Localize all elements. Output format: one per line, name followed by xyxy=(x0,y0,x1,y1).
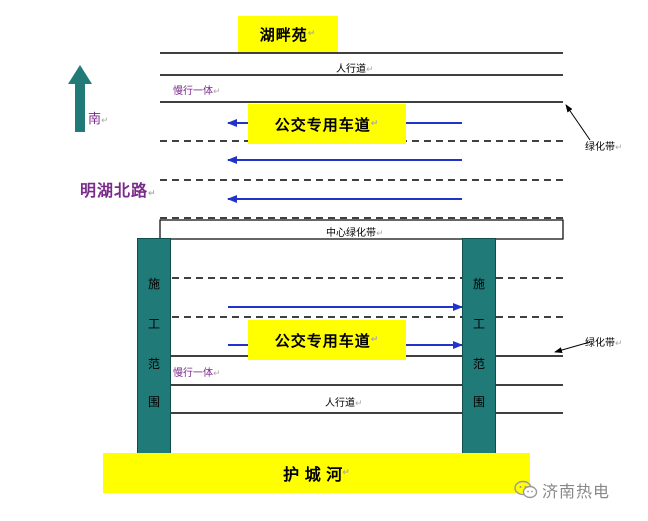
bus-lane-bottom-text: 公交专用车道 xyxy=(274,331,371,350)
construction-zone-right: 施 工 范 围 xyxy=(462,238,496,456)
return-mark: ↵ xyxy=(376,229,384,239)
green-belt-bottom-label: 绿化带↵ xyxy=(585,334,623,349)
center-green-label: 中心绿化带↵ xyxy=(326,224,384,239)
watermark-text: 济南热电 xyxy=(542,482,611,501)
return-mark: ↵ xyxy=(148,189,157,199)
return-mark: ↵ xyxy=(366,65,374,75)
north-label-text: 南 xyxy=(88,112,102,127)
road-name-text: 明湖北路 xyxy=(80,181,149,200)
construction-zone-right-char: 工 xyxy=(472,317,485,331)
return-mark: ↵ xyxy=(370,119,380,129)
sidewalk-top-label: 人行道↵ xyxy=(336,60,374,75)
return-mark: ↵ xyxy=(213,369,221,379)
construction-zone-left: 施 工 范 围 xyxy=(137,238,171,456)
bus-lane-top-text: 公交专用车道 xyxy=(274,115,371,134)
sidewalk-bottom-label: 人行道↵ xyxy=(325,394,363,409)
green-belt-pointer-top xyxy=(565,104,591,141)
slow-lane-bottom-text: 慢行一体 xyxy=(173,368,213,379)
center-green-text: 中心绿化带 xyxy=(326,228,376,239)
green-belt-top-text: 绿化带 xyxy=(585,142,615,153)
construction-zone-left-char: 施 xyxy=(147,277,160,291)
watermark: 济南热电 xyxy=(514,478,610,502)
return-mark: ↵ xyxy=(307,29,317,39)
sidewalk-top-text: 人行道 xyxy=(336,64,366,75)
slow-lane-top-text: 慢行一体 xyxy=(173,86,213,97)
construction-zone-right-char: 围 xyxy=(472,395,485,409)
construction-zone-right-char: 范 xyxy=(472,357,485,371)
return-mark: ↵ xyxy=(615,339,623,349)
bus-lane-bottom-label: 公交专用车道↵ xyxy=(248,320,406,360)
green-belt-bottom-text: 绿化带 xyxy=(585,338,615,349)
construction-zone-left-char: 工 xyxy=(147,317,160,331)
sidewalk-bottom-text: 人行道 xyxy=(325,398,355,409)
slow-lane-bottom-label: 慢行一体↵ xyxy=(173,364,221,379)
wechat-icon xyxy=(514,480,538,499)
construction-zone-left-char: 围 xyxy=(147,395,160,409)
north-label: 南↵ xyxy=(88,108,109,127)
river-text: 护 城 河 xyxy=(283,465,343,484)
return-mark: ↵ xyxy=(355,399,363,409)
construction-zone-right-char: 施 xyxy=(472,277,485,291)
top-area-label: 湖畔苑↵ xyxy=(238,16,338,52)
river-label: 护 城 河↵ xyxy=(103,453,530,493)
north-arrow-shaft xyxy=(75,82,85,132)
return-mark: ↵ xyxy=(615,143,623,153)
green-belt-top-label: 绿化带↵ xyxy=(585,138,623,153)
return-mark: ↵ xyxy=(370,335,380,345)
construction-zone-left-char: 范 xyxy=(147,357,160,371)
north-arrow-head xyxy=(68,65,92,84)
road-name-label: 明湖北路↵ xyxy=(80,177,157,201)
return-mark: ↵ xyxy=(101,116,109,126)
return-mark: ↵ xyxy=(213,87,221,97)
top-area-text: 湖畔苑 xyxy=(259,25,308,44)
green-belt-pointer-bottom xyxy=(554,341,591,353)
center-green-belt xyxy=(159,219,564,240)
bus-lane-top-label: 公交专用车道↵ xyxy=(248,104,406,144)
return-mark: ↵ xyxy=(342,468,350,478)
slow-lane-top-label: 慢行一体↵ xyxy=(173,82,221,97)
